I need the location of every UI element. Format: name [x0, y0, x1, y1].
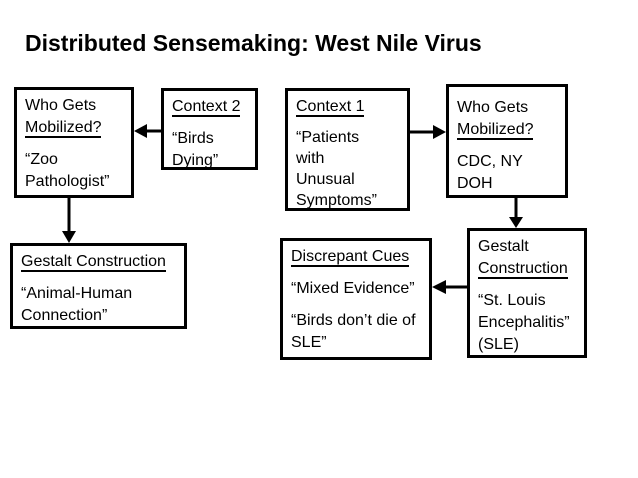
box-heading: Gestalt Construction	[21, 251, 176, 273]
box-discrepant-cues: Discrepant Cues “Mixed Evidence” “Birds …	[280, 238, 432, 360]
box-who-gets-mobilized-right: Who Gets Mobilized? CDC, NY DOH	[446, 84, 568, 198]
slide-title: Distributed Sensemaking: West Nile Virus	[25, 30, 482, 56]
box-who-gets-mobilized-left: Who Gets Mobilized? “Zoo Pathologist”	[14, 87, 134, 198]
box-heading: Context 1	[296, 96, 399, 117]
box-heading: Context 2	[172, 96, 247, 118]
heading-line: Who Gets	[457, 99, 529, 116]
heading-line: Who Gets	[25, 97, 97, 114]
box-context-2: Context 2 “Birds Dying”	[161, 88, 258, 170]
box-gestalt-construction-left: Gestalt Construction “Animal-Human Conne…	[10, 243, 187, 329]
arrow-context2-to-mobilized-left-icon	[134, 124, 161, 138]
box-context-1: Context 1 “Patients with Unusual Symptom…	[285, 88, 410, 211]
arrow-mobilized-right-to-gestalt-right-icon	[509, 198, 523, 228]
arrow-mobilized-left-to-gestalt-left-icon	[62, 198, 76, 243]
box-body-text: “Patients with Unusual Symptoms”	[296, 129, 377, 209]
box-gestalt-construction-right: Gestalt Construction “St. Louis Encephal…	[467, 228, 587, 358]
box-heading: Discrepant Cues	[291, 246, 421, 268]
heading-line: Gestalt	[478, 238, 529, 255]
box-body-text: “Birds don’t die of SLE”	[291, 312, 416, 351]
box-body-text: “Zoo Pathologist”	[25, 151, 110, 190]
arrow-context1-to-mobilized-right-icon	[410, 125, 446, 139]
heading-line-underlined: Mobilized?	[25, 119, 102, 138]
box-body-text: “Birds Dying”	[172, 130, 219, 169]
box-body-text: “Mixed Evidence”	[291, 280, 415, 297]
heading-line-underlined: Construction	[478, 260, 568, 279]
box-body-text: CDC, NY DOH	[457, 153, 523, 192]
box-heading: Gestalt Construction	[478, 236, 576, 280]
box-heading: Who Gets Mobilized?	[457, 97, 557, 141]
arrow-gestalt-right-to-discrepant-cues-icon	[432, 280, 467, 294]
box-body-text: “Animal-Human Connection”	[21, 285, 133, 324]
heading-line-underlined: Discrepant Cues	[291, 248, 410, 267]
heading-line-underlined: Context 2	[172, 98, 241, 117]
box-heading: Who Gets Mobilized?	[25, 95, 123, 139]
heading-line-underlined: Gestalt Construction	[21, 253, 166, 272]
box-body-text: “St. Louis Encephalitis” (SLE)	[478, 292, 570, 353]
heading-line-underlined: Context 1	[296, 98, 365, 117]
heading-line-underlined: Mobilized?	[457, 121, 534, 140]
